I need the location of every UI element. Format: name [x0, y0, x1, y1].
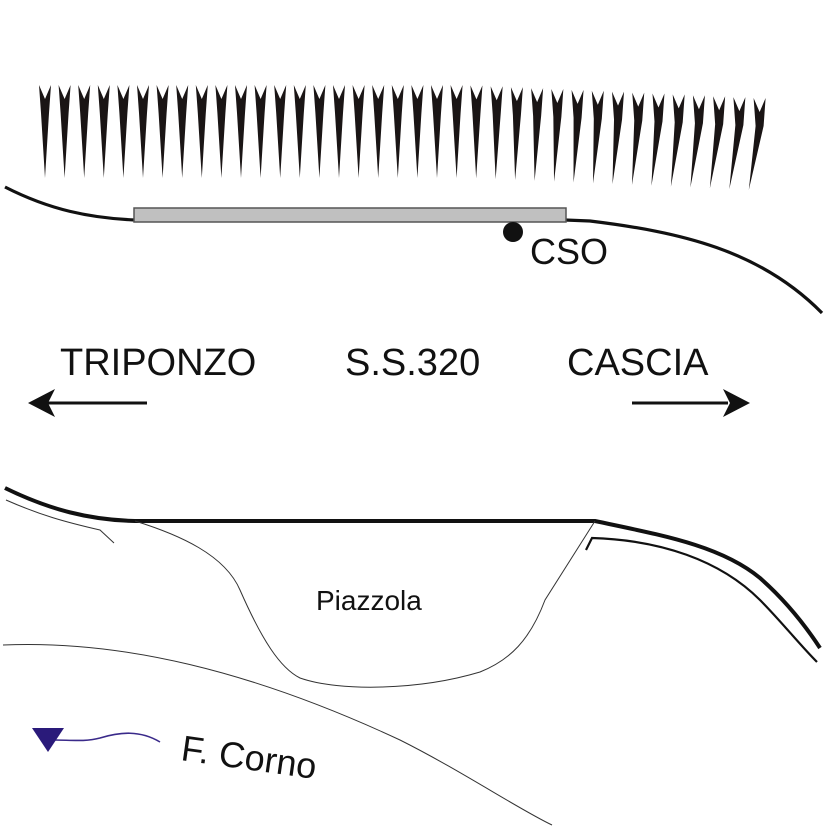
- slope-hachure-mark: [58, 85, 71, 178]
- slope-hachure-mark: [531, 88, 544, 181]
- cso-structure: [133, 207, 567, 223]
- slope-hachure-mark: [235, 85, 247, 178]
- slope-hachure-mark: [651, 93, 665, 186]
- slope-hachure-mark: [313, 85, 326, 178]
- slope-hachure-mark: [411, 85, 424, 178]
- road-name-label: S.S.320: [345, 342, 480, 384]
- river-bank-line: [2, 644, 553, 826]
- slope-hachure-mark: [631, 92, 645, 185]
- slope-hachure-mark: [274, 85, 287, 178]
- slope-hachure-mark: [670, 94, 685, 187]
- slope-hachure-mark: [39, 85, 51, 178]
- direction-left-label: TRIPONZO: [60, 342, 256, 384]
- slope-hachures: [39, 85, 766, 190]
- slope-hachure-mark: [372, 85, 385, 178]
- river-label: F. Corno: [179, 727, 319, 787]
- slope-hachure-mark: [551, 88, 564, 182]
- upper-road-edge: [4, 185, 824, 315]
- slope-hachure-mark: [612, 91, 625, 185]
- slope-hachure-mark: [117, 85, 130, 178]
- slope-hachure-mark: [510, 87, 523, 180]
- parking-area-label: Piazzola: [316, 585, 422, 616]
- slope-hachure-mark: [333, 85, 345, 178]
- direction-right-label: CASCIA: [567, 342, 709, 384]
- cso-point-marker: [503, 222, 523, 242]
- slope-hachure-mark: [254, 85, 267, 178]
- slope-hachure-mark: [729, 97, 746, 190]
- slope-hachure-mark: [215, 85, 228, 178]
- slope-hachure-mark: [571, 89, 584, 183]
- lower-road-inner-right: [585, 536, 818, 663]
- slope-hachure-mark: [137, 85, 149, 178]
- slope-hachure-mark: [195, 85, 208, 178]
- slope-hachure-mark: [391, 85, 404, 178]
- slope-hachure-mark: [490, 86, 503, 180]
- arrow-left-icon: [28, 389, 147, 417]
- arrow-right-icon: [632, 389, 750, 417]
- parking-area-outline: [134, 520, 596, 688]
- slope-hachure-mark: [450, 85, 463, 178]
- slope-hachure-mark: [78, 85, 91, 178]
- slope-hachure-mark: [176, 85, 189, 178]
- arrow-flow-icon: [32, 728, 161, 752]
- slope-hachure-mark: [591, 90, 604, 184]
- slope-hachure-mark: [352, 85, 365, 178]
- lower-road-edge: [4, 486, 822, 650]
- slope-hachure-mark: [431, 85, 443, 178]
- slope-hachure-mark: [97, 85, 110, 178]
- slope-hachure-mark: [293, 85, 306, 178]
- lower-road-inner-left: [5, 499, 115, 544]
- slope-hachure-mark: [156, 85, 169, 178]
- slope-hachure-mark: [748, 98, 766, 190]
- cso-label: CSO: [530, 231, 608, 272]
- slope-hachure-mark: [470, 85, 483, 179]
- slope-hachure-mark: [709, 96, 726, 189]
- slope-hachure-mark: [690, 95, 705, 188]
